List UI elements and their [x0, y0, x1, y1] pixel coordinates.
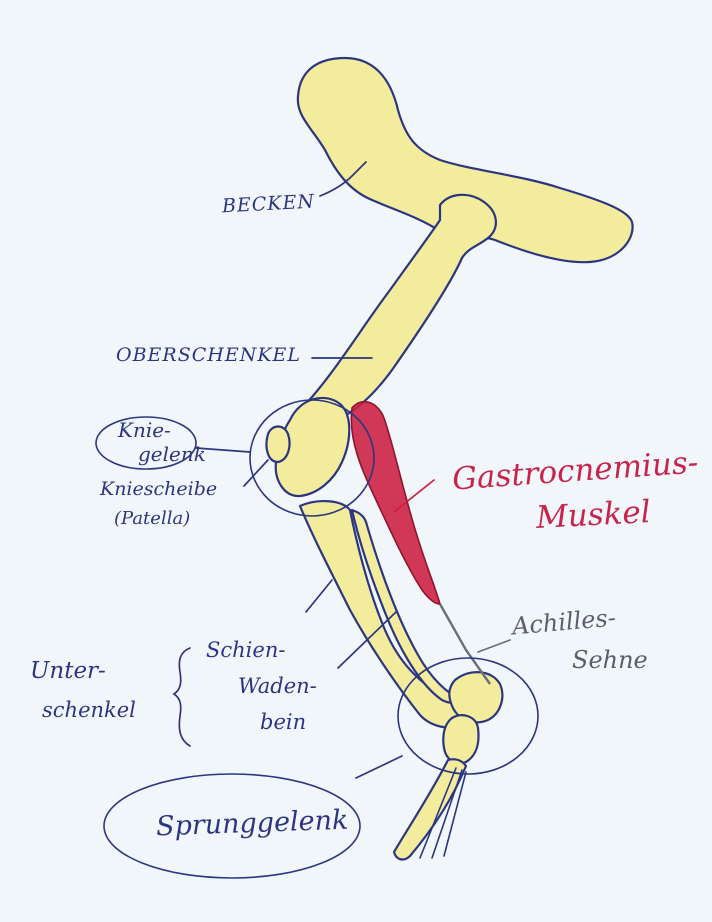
kniegelenk-label-line2: gelenk — [138, 444, 206, 464]
schienbein-leader-line — [306, 580, 332, 612]
achilles-label-line2: Sehne — [572, 648, 648, 672]
wadenbein-label-line1: Waden- — [238, 676, 317, 697]
achilles-leader-line — [478, 640, 510, 652]
unterschenkel-brace — [174, 648, 190, 746]
tarsal-bones — [443, 715, 478, 763]
patella-bone — [266, 427, 289, 463]
sprunggelenk-label: Sprunggelenk — [156, 807, 349, 841]
wadenbein-label-line2: bein — [260, 712, 306, 733]
schienbein-label: Schien- — [206, 640, 285, 661]
metatarsal-bones — [394, 759, 466, 859]
sprunggelenk-leader-line — [356, 756, 402, 778]
gastrocnemius-label-line2: Muskel — [535, 497, 651, 534]
becken-label: BECKEN — [222, 193, 316, 217]
unterschenkel-label-line1: Unter- — [30, 660, 106, 683]
kniescheibe-label-line1: Kniescheibe — [100, 480, 217, 499]
achilles-tendon — [440, 604, 490, 684]
kniescheibe-label-line2: (Patella) — [114, 510, 190, 528]
kniegelenk-label-line1: Knie- — [118, 420, 171, 440]
unterschenkel-label-line2: schenkel — [42, 700, 136, 721]
oberschenkel-label: OBERSCHENKEL — [116, 346, 301, 365]
femur-bone — [300, 195, 496, 422]
